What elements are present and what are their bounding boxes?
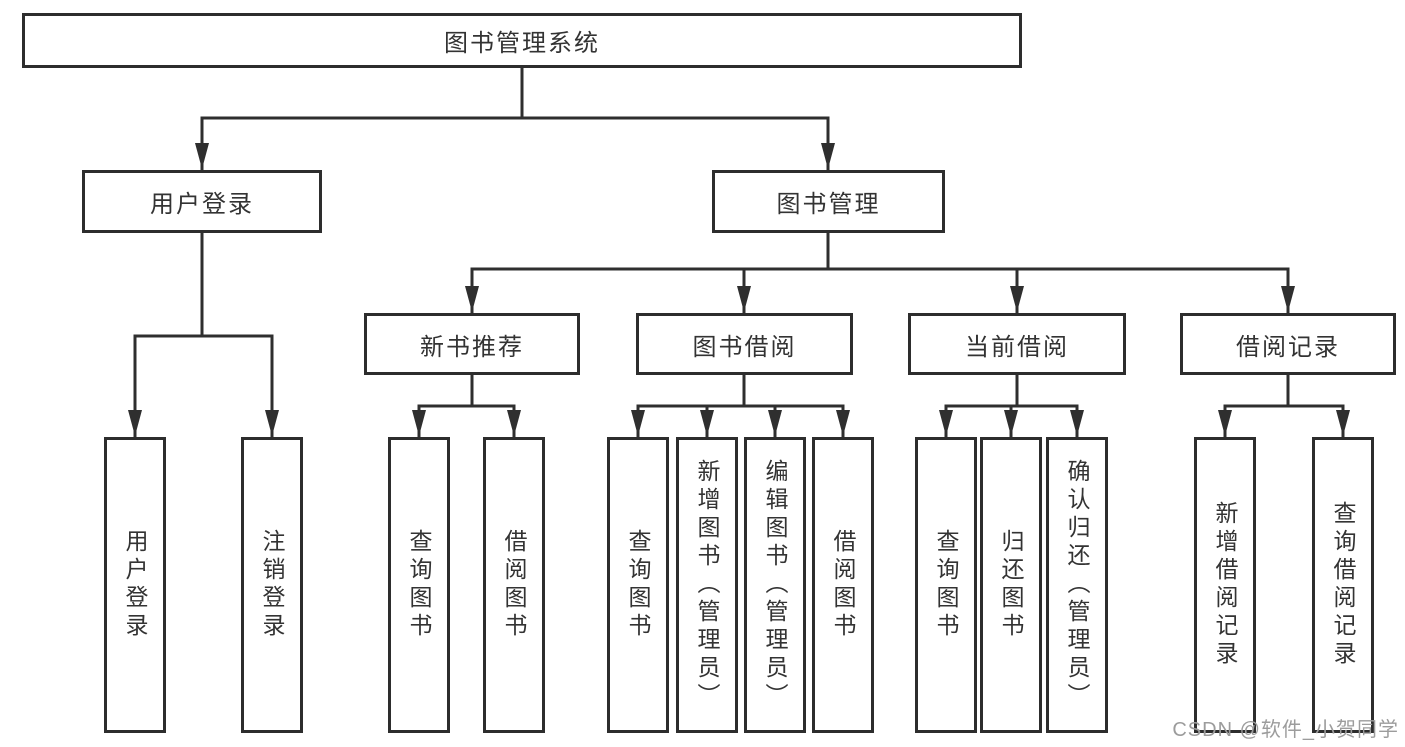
node-book-borrow: 图书借阅 [636,313,853,375]
leaf-return-books: 归还图书 [980,437,1042,733]
node-borrow-records: 借阅记录 [1180,313,1396,375]
leaf-borrow-books: 借阅图书 [812,437,874,733]
leaf-query-borrow-record: 查询借阅记录 [1312,437,1374,733]
leaf-user-login: 用户登录 [104,437,166,733]
node-current-borrow: 当前借阅 [908,313,1126,375]
csdn-watermark: CSDN @软件_小贺同学 [1172,719,1399,741]
leaf-borrow-books-recommend: 借阅图书 [483,437,545,733]
node-new-book-recommend: 新书推荐 [364,313,580,375]
leaf-query-books-current: 查询图书 [915,437,977,733]
leaf-query-books-recommend: 查询图书 [388,437,450,733]
leaf-logout: 注销登录 [241,437,303,733]
leaf-confirm-return-admin: 确认归还（管理员） [1046,437,1108,733]
leaf-edit-books-admin: 编辑图书（管理员） [744,437,806,733]
leaf-add-borrow-record: 新增借阅记录 [1194,437,1256,733]
node-library-management-system: 图书管理系统 [22,13,1022,68]
leaf-query-books-borrow: 查询图书 [607,437,669,733]
leaf-add-books-admin: 新增图书（管理员） [676,437,738,733]
node-book-management: 图书管理 [712,170,945,233]
node-user-login: 用户登录 [82,170,322,233]
